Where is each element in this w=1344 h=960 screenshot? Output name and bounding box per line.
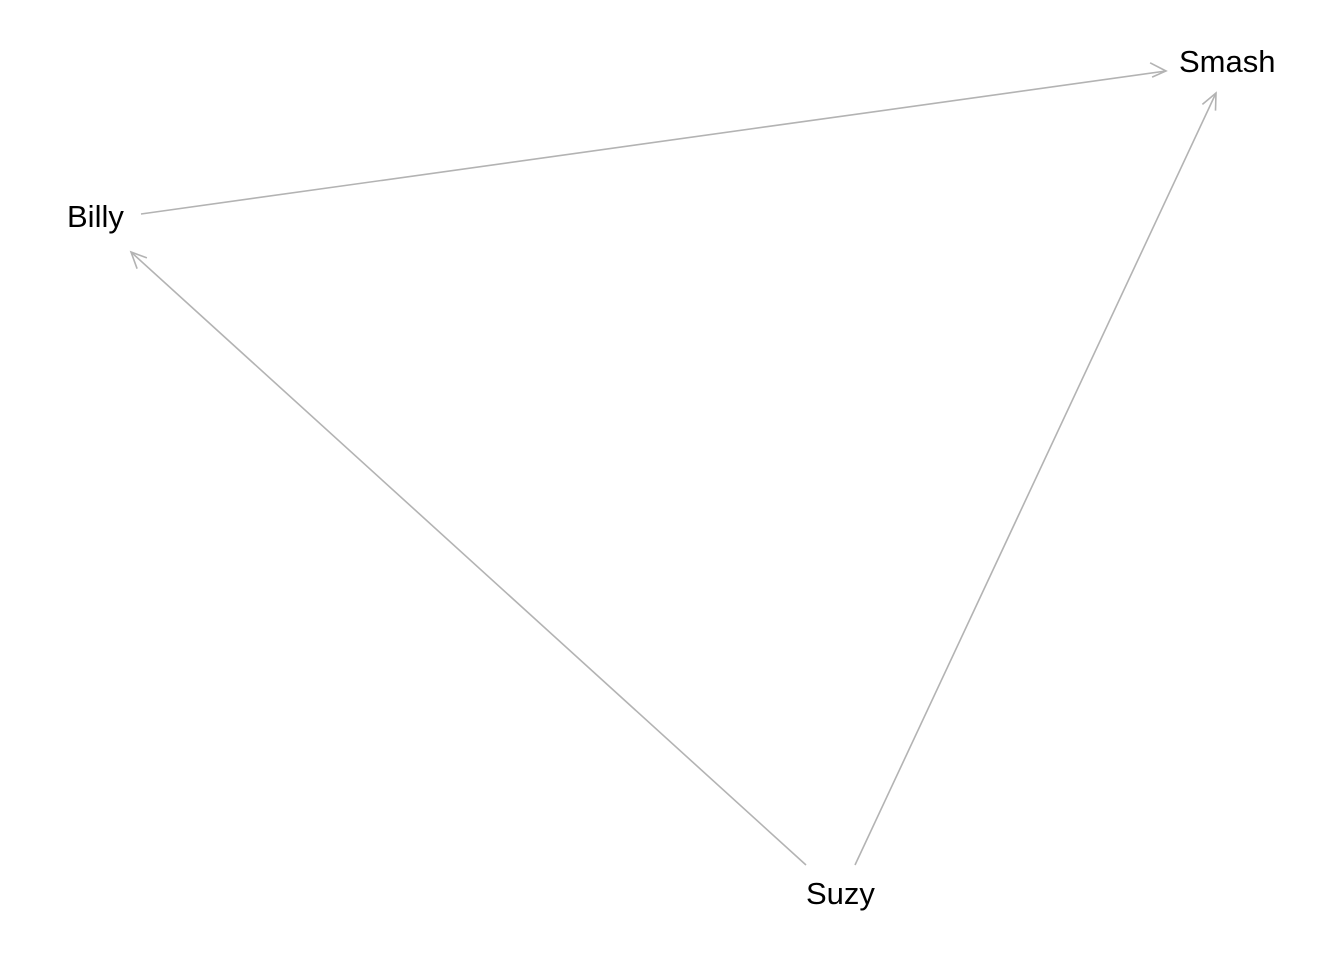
edge-suzy-to-smash	[854, 92, 1217, 866]
node-label-smash: Smash	[1179, 44, 1275, 79]
node-label-suzy: Suzy	[806, 876, 875, 911]
arrowhead-smash-from-billy	[1149, 62, 1168, 78]
edge-suzy-to-billy	[130, 251, 807, 866]
edge-billy-to-smash	[140, 70, 1167, 215]
arrowhead-billy-from-suzy	[129, 250, 148, 269]
edges-layer	[129, 62, 1217, 866]
nodes-layer: Billy Smash Suzy	[67, 44, 1275, 911]
node-label-billy: Billy	[67, 199, 124, 234]
arrowhead-smash-from-suzy	[1201, 91, 1217, 111]
